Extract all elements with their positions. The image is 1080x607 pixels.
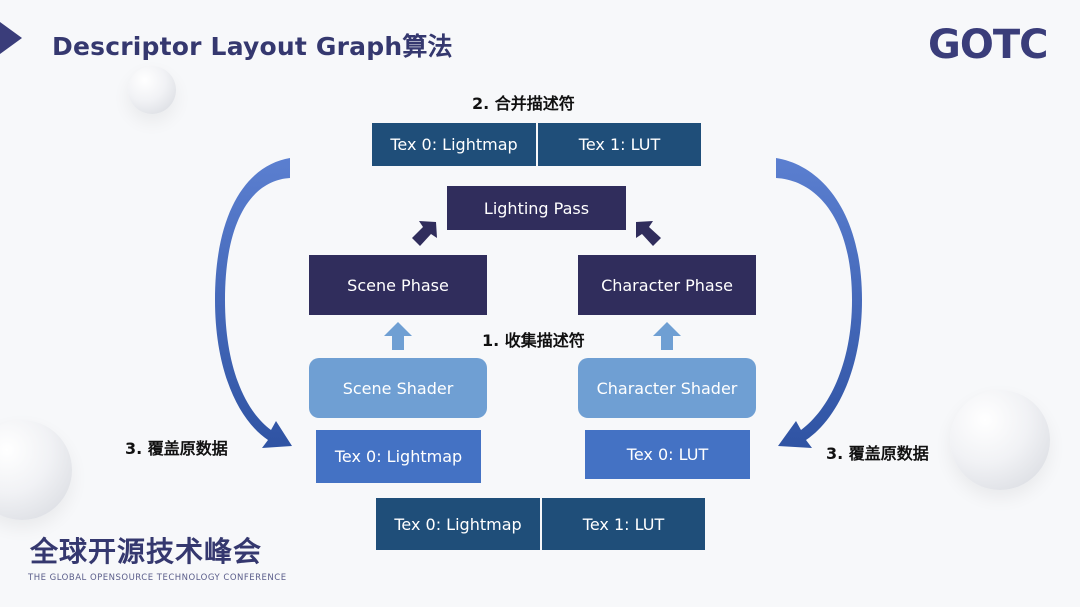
merged-bottom-left: Tex 0: Lightmap [376,498,540,550]
curved-arrow-right [776,158,862,448]
character-phase-box: Character Phase [578,255,756,315]
character-tex-box: Tex 0: LUT [585,430,750,479]
up-arrow-scene [384,322,412,350]
diag-arrow-left [412,221,437,246]
step3-right-label: 3. 覆盖原数据 [826,444,929,463]
decorative-triangle [0,22,22,54]
scene-phase-box: Scene Phase [309,255,487,315]
decorative-sphere [950,390,1050,490]
merged-top-right: Tex 1: LUT [538,123,701,166]
merged-top-left: Tex 0: Lightmap [372,123,536,166]
scene-shader-box: Scene Shader [309,358,487,418]
scene-tex-box: Tex 0: Lightmap [316,430,481,483]
decorative-sphere [128,66,176,114]
step3-left-label: 3. 覆盖原数据 [125,439,228,458]
step2-label: 2. 合并描述符 [472,94,575,113]
conference-name-cn: 全球开源技术峰会 [30,535,263,568]
step1-label: 1. 收集描述符 [482,331,585,350]
lighting-pass-box: Lighting Pass [447,186,626,230]
diag-arrow-right [636,221,661,246]
curved-arrow-left [215,158,292,448]
page-title: Descriptor Layout Graph算法 [52,32,453,61]
up-arrow-character [653,322,681,350]
conference-name-en: THE GLOBAL OPENSOURCE TECHNOLOGY CONFERE… [28,573,287,583]
character-shader-box: Character Shader [578,358,756,418]
merged-bottom-right: Tex 1: LUT [542,498,705,550]
gotc-logo: GOTC [928,22,1048,68]
